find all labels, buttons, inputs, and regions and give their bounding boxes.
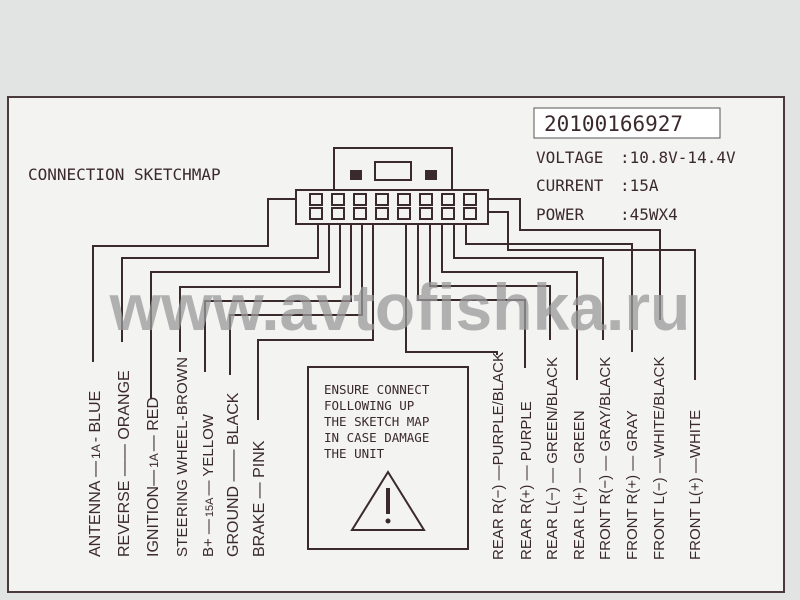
connector-pin (309, 193, 323, 206)
wire-line (405, 224, 498, 355)
connector-pin (419, 193, 433, 206)
wire-label-ground: GROUND —— BLACK (225, 392, 242, 557)
wire-label-steering-wheel: STEERING WHEEL-BROWN (174, 357, 191, 557)
connector-pin (331, 207, 345, 220)
serial-box (533, 107, 721, 139)
connector-pin (463, 193, 477, 206)
connector-pin (463, 207, 477, 220)
wire-label-right-0: REAR R(−) —PURPLE/BLACK (490, 352, 507, 560)
wire-label-right-3: REAR L(+) — GREEN (571, 410, 588, 560)
connector-pin (441, 207, 455, 220)
wire-line (150, 224, 330, 398)
warning-line-5: THE UNIT (324, 446, 385, 461)
spec-voltage-name: VOLTAGE (536, 148, 603, 167)
wire-line (229, 224, 363, 375)
connector-pin (309, 207, 323, 220)
wire-line (488, 211, 696, 380)
spec-voltage-value: :10.8V-14.4V (620, 148, 736, 167)
connector-pin (397, 207, 411, 220)
exclamation-triangle-icon (350, 470, 426, 531)
wire-label-right-7: FRONT L(+) —WHITE (687, 410, 704, 560)
wire-label-b-plus: B+ —15A— YELLOW (200, 413, 217, 557)
connector-pin (375, 207, 389, 220)
wire-line (429, 224, 551, 340)
wire-label-right-5: FRONT R(+) — GRAY (624, 410, 641, 560)
warning-line-4: IN CASE DAMAGE (324, 430, 429, 445)
wire-line (179, 224, 341, 352)
spec-power-value: :45WX4 (620, 205, 678, 224)
spec-current-name: CURRENT (536, 176, 604, 195)
warning-line-3: THE SKETCH MAP (324, 414, 429, 429)
watermark: www.avtofishka.ru (109, 270, 691, 344)
wire-line (441, 224, 578, 380)
left-wire-labels: ANTENNA —1A- BLUE REVERSE —— ORANGE IGNI… (87, 357, 268, 557)
wire-label-ignition: IGNITION—1A— RED (145, 397, 162, 557)
connector-pin (441, 193, 455, 206)
wire-line (417, 224, 526, 368)
warning-box: ENSURE CONNECT FOLLOWING UP THE SKETCH M… (307, 366, 469, 550)
spec-current-value: :15A (620, 176, 659, 195)
connector-pin (353, 207, 367, 220)
connector-pin (353, 193, 367, 206)
wire-line (465, 224, 633, 352)
right-wire-labels: REAR R(−) —PURPLE/BLACK REAR R(+) — PURPL… (490, 352, 704, 560)
serial-number: 20100166927 (544, 112, 683, 136)
wire-line (92, 198, 296, 362)
wire-label-brake: BRAKE — PINK (251, 440, 268, 557)
connector-pin (331, 193, 345, 206)
wire-line (121, 224, 319, 342)
connector-pin (375, 193, 389, 206)
wire-label-right-1: REAR R(+) — PURPLE (518, 401, 535, 560)
warning-line-2: FOLLOWING UP (324, 398, 414, 413)
wire-line (204, 224, 352, 372)
wires (92, 198, 696, 420)
specs: VOLTAGE :10.8V-14.4V CURRENT :15A POWER … (536, 148, 736, 224)
diagram-title: CONNECTION SKETCHMAP (28, 165, 221, 184)
wire-label-antenna: ANTENNA —1A- BLUE (87, 391, 104, 557)
wire-label-reverse: REVERSE —— ORANGE (116, 370, 133, 557)
wire-line (488, 198, 661, 320)
connector-pin (397, 193, 411, 206)
wire-label-right-2: REAR L(−) — GREEN/BLACK (544, 357, 561, 560)
wire-line (453, 224, 604, 340)
connector-pin (419, 207, 433, 220)
connector (295, 147, 489, 225)
wire-label-right-4: FRONT R(−) — GRAY/BLACK (597, 357, 614, 560)
wire-label-right-6: FRONT L(−) —WHITE/BLACK (651, 357, 668, 561)
spec-power-name: POWER (536, 205, 585, 224)
wire-line (257, 224, 374, 420)
warning-line-1: ENSURE CONNECT (324, 382, 430, 397)
